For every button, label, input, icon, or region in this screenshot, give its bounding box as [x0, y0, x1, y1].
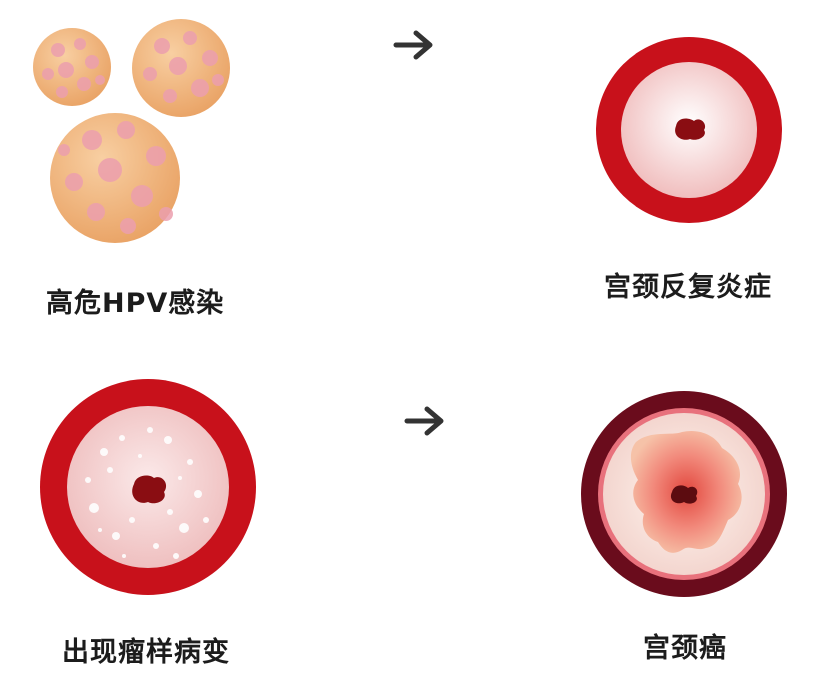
hpv-virus-icon: [50, 113, 180, 243]
arrow-right-icon: [404, 406, 444, 436]
cervix-cross-section-icon: [40, 379, 256, 595]
stage-label-cervical-inflammation: 宫颈反复炎症: [604, 272, 772, 303]
cervix-cross-section-icon: [596, 37, 782, 223]
hpv-virus-icon: [33, 28, 111, 106]
stage-label-neoplastic-lesion: 出现瘤样病变: [62, 637, 230, 668]
stage-label-hpv-infection: 高危HPV感染: [46, 288, 225, 319]
arrow-right-icon: [393, 30, 433, 60]
cervix-cross-section-icon: [581, 391, 787, 597]
hpv-virus-icon: [132, 19, 230, 117]
stage-label-cervical-cancer: 宫颈癌: [643, 633, 727, 664]
